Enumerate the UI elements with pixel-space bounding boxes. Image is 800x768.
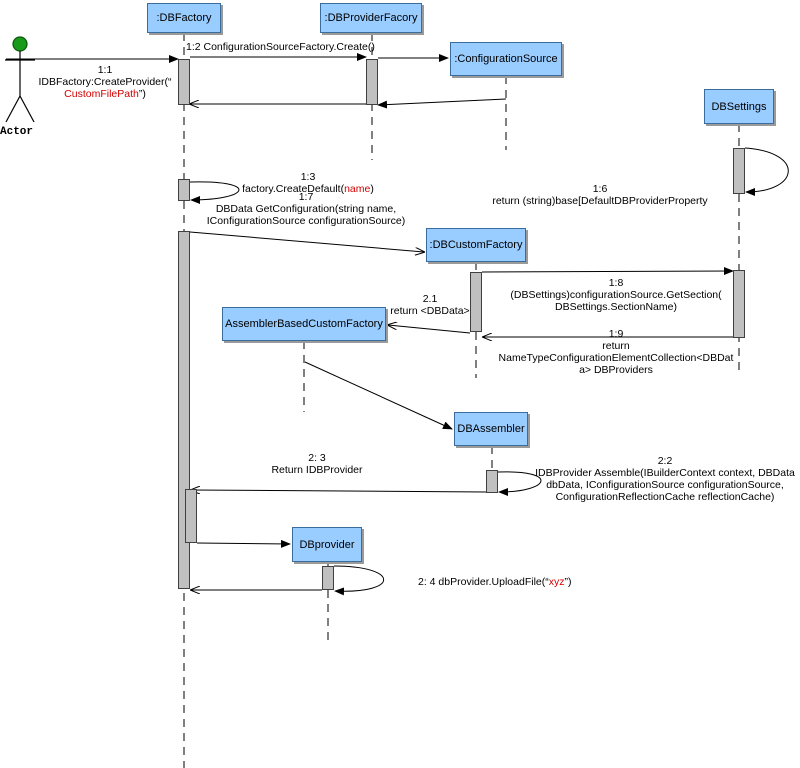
message-text: IConfigurationSource configurationSource… xyxy=(206,215,406,227)
participant-label: DBSettings xyxy=(711,100,767,113)
message-number: 1:8 xyxy=(608,277,624,289)
activation-dbproviderfactory xyxy=(366,59,378,105)
message-text: factory.CreateDefault( xyxy=(242,183,345,195)
message-text: DBData GetConfiguration(string name, xyxy=(215,203,397,215)
message-1-6: 1:6 return (string)base[DefaultDBProvide… xyxy=(480,183,720,207)
activation-dbassembler xyxy=(486,470,498,493)
participant-dbcustomfactory: :DBCustomFactory xyxy=(426,228,526,262)
message-text: DBSettings.SectionName) xyxy=(555,301,677,313)
message-1-9: 1:9 return NameTypeConfigurationElementC… xyxy=(494,328,738,376)
message-text: ConfigurationReflectionCache reflectionC… xyxy=(555,491,775,503)
participant-assemblerbased: AssemblerBasedCustomFactory xyxy=(222,307,386,341)
participant-label: DBAssembler xyxy=(457,423,525,435)
message-number: 1:1 xyxy=(97,64,113,76)
message-text: Return IDBProvider xyxy=(271,464,363,476)
participant-label: :DBProviderFacory xyxy=(324,12,418,24)
message-text: (DBSettings)configurationSource.GetSecti… xyxy=(510,289,722,301)
activation-dbprovider xyxy=(322,566,334,590)
activation-dbcustomfactory xyxy=(470,272,482,332)
message-2-4: 2: 4 dbProvider.UploadFile(“xyz”) xyxy=(418,576,571,588)
participant-dbassembler: DBAssembler xyxy=(454,412,528,446)
message-text: IDBFactory:CreateProvider(“ xyxy=(38,76,172,88)
message-1-8: 1:8 (DBSettings)configurationSource.GetS… xyxy=(500,277,732,313)
participant-dbsettings: DBSettings xyxy=(704,89,774,124)
message-text: return xyxy=(602,340,630,352)
message-number: 1:7 xyxy=(298,191,314,203)
actor-figure xyxy=(5,36,35,123)
message-text: IDBProvider Assemble(IBuilderContext con… xyxy=(535,467,795,479)
participant-label: :ConfigurationSource xyxy=(454,53,558,65)
participant-label: DBprovider xyxy=(299,538,355,551)
message-number: 1:6 xyxy=(592,183,608,195)
activation-dbfactory-1 xyxy=(178,59,190,105)
participant-label: AssemblerBasedCustomFactory xyxy=(225,318,383,330)
message-2-2: 2:2 IDBProvider Assemble(IBuilderContext… xyxy=(530,455,800,503)
participant-label: :DBFactory xyxy=(156,12,212,24)
activation-dbfactory-2 xyxy=(178,179,190,201)
message-1-3: 1:3 factory.CreateDefault(name) xyxy=(238,171,378,195)
message-text: dbData, IConfigurationSource configurati… xyxy=(546,479,784,491)
message-1-1: 1:1 IDBFactory:CreateProvider(“ CustomFi… xyxy=(30,64,180,100)
message-2-3: 2: 3 Return IDBProvider xyxy=(262,452,372,476)
message-highlight: xyz xyxy=(548,576,565,588)
participant-configurationsource: :ConfigurationSource xyxy=(450,42,562,76)
message-text: 1:2 ConfigurationSourceFactory.Create() xyxy=(186,41,375,53)
message-text: return (string)base[DefaultDBProviderPro… xyxy=(492,195,708,207)
message-highlight: name xyxy=(344,183,371,195)
message-highlight: CustomFilePath xyxy=(64,88,139,100)
activation-dbsettings-1 xyxy=(733,148,745,194)
participant-dbfactory: :DBFactory xyxy=(147,3,221,33)
message-number: 2.1 xyxy=(422,293,438,305)
message-number: 2:2 xyxy=(657,455,673,467)
actor-label: Actor xyxy=(0,126,34,138)
message-1-7: 1:7 DBData GetConfiguration(string name,… xyxy=(196,191,416,227)
message-text: ”) xyxy=(564,576,572,588)
participant-dbproviderfactory: :DBProviderFacory xyxy=(320,3,422,33)
message-2-1: 2.1 return <DBData> xyxy=(388,293,472,317)
message-number: 1:9 xyxy=(608,328,624,340)
participant-label: :DBCustomFactory xyxy=(429,239,523,251)
message-number: 2: 3 xyxy=(308,452,326,464)
message-number: 1:3 xyxy=(300,171,316,183)
message-text: 2: 4 dbProvider.UploadFile(“ xyxy=(418,576,549,588)
message-text: a> DBProviders xyxy=(579,364,653,376)
activation-dbsettings-2 xyxy=(733,270,745,338)
message-text: return <DBData> xyxy=(390,305,470,317)
activation-dbfactory-4 xyxy=(185,489,197,543)
participant-dbprovider: DBprovider xyxy=(292,527,362,562)
message-text: ) xyxy=(370,183,374,195)
message-text: ”) xyxy=(138,88,146,100)
message-1-2: 1:2 ConfigurationSourceFactory.Create() xyxy=(186,41,375,53)
message-text: NameTypeConfigurationElementCollection<D… xyxy=(498,352,734,364)
